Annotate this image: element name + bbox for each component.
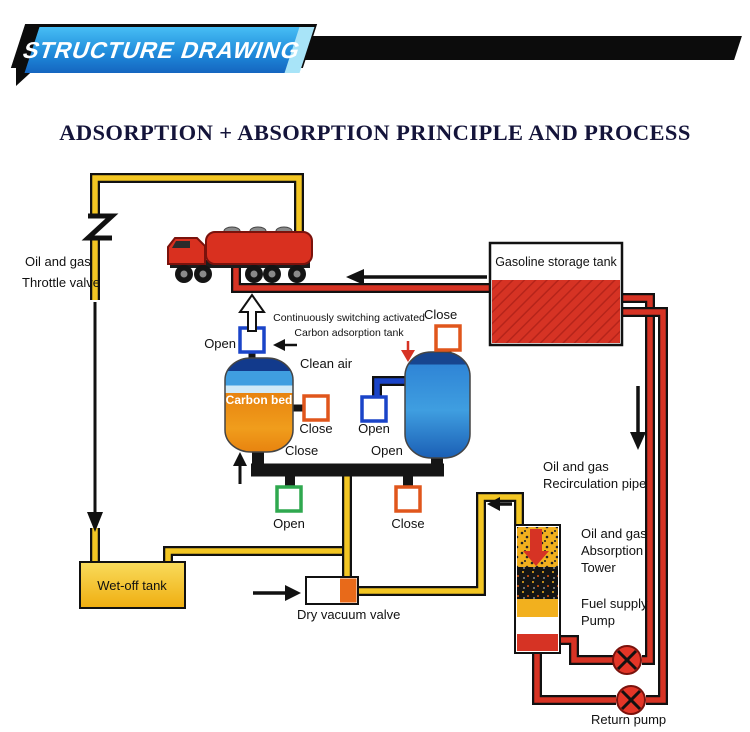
manifold-up-arrow-head	[233, 452, 247, 466]
wetoff-cross-pipe	[165, 548, 347, 564]
valve-state-right-outlet: Open	[358, 421, 390, 436]
valve-state-manifold-right-lower: Close	[391, 516, 424, 531]
page-title: ADSORPTION + ABSORPTION PRINCIPLE AND PR…	[59, 120, 691, 145]
diagram-labels: Oil and gas Throttle valve Continuously …	[22, 254, 666, 727]
storage-to-truck-arrow-head	[346, 269, 364, 285]
return-pump	[616, 685, 646, 715]
clean-air-label: Clean air	[300, 356, 353, 371]
throttle-valve-symbol	[81, 213, 119, 241]
tower-white-band	[517, 617, 558, 634]
inlet-loop-pipe-outline	[90, 173, 304, 234]
recirculation-pipe	[357, 492, 524, 596]
truck-wheels	[175, 265, 306, 283]
valve-state-left-outlet: Close	[299, 421, 332, 436]
right-down-arrow-head	[630, 432, 646, 450]
valve-state-left-inlet: Open	[204, 336, 236, 351]
tower-to-fuel-pump-pipe	[560, 637, 613, 663]
tower-inlet-down-arrow	[523, 529, 549, 566]
gasoline-storage-tank: Gasoline storage tank	[488, 241, 624, 347]
recirculation-pipe-fill	[357, 494, 522, 594]
absorption-tower	[514, 524, 561, 654]
tower-to-fuel-pump-pipe-outline	[560, 635, 613, 665]
wet-off-tank: Wet-off tank	[79, 561, 186, 609]
storage-to-return-pump-pipe-outline	[622, 307, 668, 705]
right-adsorber-shell	[404, 351, 471, 459]
valve-state-manifold-left-lower: Open	[273, 516, 305, 531]
throttle-label-line1: Oil and gas	[25, 254, 91, 269]
vacuum-valve-arrow-head	[285, 585, 301, 601]
valve-state-right-inlet: Close	[424, 307, 457, 322]
clean-air-elbow-pipe	[374, 378, 410, 397]
label-right-arrow-head	[401, 350, 415, 362]
left-adsorber-shell	[224, 357, 294, 453]
throttle-label-line2: Throttle valve	[22, 275, 100, 290]
recirculation-label-line2: Recirculation pipe	[543, 476, 646, 491]
return-pump-label: Return pump	[591, 712, 666, 727]
carbon-bed-label: Carbon bed	[226, 393, 293, 407]
wet-off-tank-shell	[79, 561, 186, 609]
dry-vacuum-valve-actuator	[340, 578, 357, 603]
recirculation-arrow-head	[487, 497, 500, 511]
tower-yellow-band	[517, 599, 558, 617]
gasoline-tank-label: Gasoline storage tank	[495, 255, 617, 269]
tower-carbon-section	[517, 567, 558, 599]
valve-adsorber-right-inlet	[434, 324, 462, 352]
valve-indicators	[238, 324, 462, 513]
tower-label-line1: Oil and gas	[581, 526, 647, 541]
switching-label-line1: Continuously switching activated	[273, 312, 425, 324]
dry-vacuum-valve-label: Dry vacuum valve	[297, 607, 400, 622]
fuel-supply-pump	[612, 645, 642, 675]
truck-windshield	[172, 241, 190, 248]
tower-label-line2: Absorption	[581, 543, 643, 558]
switching-label-line2: Carbon adsorption tank	[294, 327, 404, 339]
tower-fuel-sump	[517, 634, 558, 651]
valve-state-manifold-left-upper: Close	[285, 443, 318, 458]
truck-to-storage-pipe	[233, 262, 490, 291]
inlet-loop-pipe	[92, 175, 302, 234]
fuel-pump-label-line2: Pump	[581, 613, 615, 628]
carbon-adsorber-right	[404, 351, 471, 459]
clean-air-up-arrow	[238, 293, 266, 332]
valve-adsorber-left-outlet	[302, 394, 330, 422]
left-down-arrow-head	[87, 512, 103, 532]
flow-arrows	[87, 269, 646, 601]
valve-adsorber-right-outlet	[360, 395, 388, 423]
gasoline-tank-liquid	[492, 280, 620, 343]
tower-label-line3: Tower	[581, 560, 616, 575]
red-pipe-network	[231, 262, 668, 705]
storage-to-fuel-pump-pipe	[622, 295, 653, 663]
storage-to-return-pump-pipe	[622, 309, 666, 703]
label-left-arrow-head	[273, 339, 285, 351]
truck-tank-trailer	[205, 231, 313, 265]
valve-state-manifold-right-upper: Open	[371, 443, 403, 458]
fuel-pump-label-line1: Fuel supply	[581, 596, 648, 611]
recirculation-label-line1: Oil and gas	[543, 459, 609, 474]
yellow-pipe-network	[90, 173, 524, 596]
wet-off-tank-label: Wet-off tank	[97, 578, 167, 593]
tower-to-return-pump-pipe	[534, 650, 616, 703]
valve-manifold-right	[394, 485, 422, 513]
tanker-truck	[167, 226, 313, 283]
dry-vacuum-valve	[305, 576, 359, 605]
carbon-adsorber-left: Carbon bed	[224, 357, 294, 453]
valve-manifold-left	[275, 485, 303, 513]
